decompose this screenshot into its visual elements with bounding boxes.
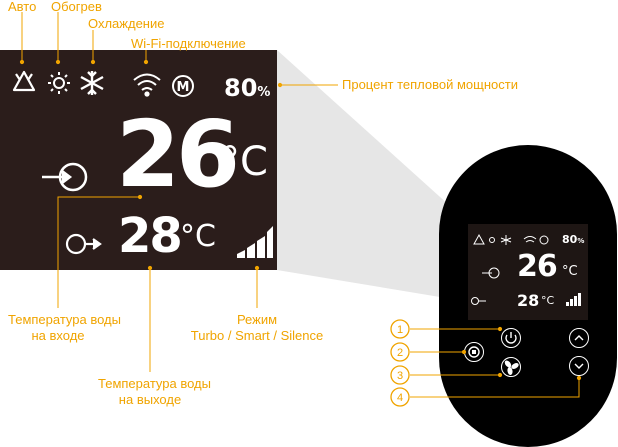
chevron-up-icon [574,335,584,341]
signal-bars-icon [237,226,273,258]
sun-icon [48,72,70,94]
small-outlet-temp-unit: °C [541,294,555,307]
label-mode-line2: Turbo / Smart / Silence [190,328,324,343]
m-mode-icon: M [172,75,194,97]
up-button[interactable] [569,328,589,348]
label-water-outlet-line2: на выходе [118,392,182,407]
callout-badge-1: 1 [390,319,410,339]
small-inlet-temperature: 26 [517,249,558,284]
callout-badge-3: 3 [390,365,410,385]
water-outlet-icon [65,233,102,255]
label-water-outlet-line1: Температура воды [98,376,211,391]
label-water-inlet-line1: Температура воды [8,312,121,327]
water-inlet-icon [42,162,88,192]
percent-unit: % [257,85,271,100]
power-percent-value: 80% [224,74,270,102]
small-inlet-temp-unit: °C [562,264,578,279]
small-power-percent: 80% [562,233,584,246]
small-wifi-icon [523,236,537,243]
small-outlet-temperature: 28 [517,291,540,310]
small-snowflake-icon [500,235,512,245]
callout-number-4: 4 [397,392,403,404]
label-cooling: Охлаждение [88,16,165,31]
wifi-icon [133,73,161,97]
recycle-icon [12,70,36,92]
label-heating: Обогрев [51,0,102,14]
callout-number-1: 1 [397,324,403,336]
label-water-inlet: Температура воды на входе [8,312,121,344]
power-icon [505,332,517,344]
fan-icon [504,360,519,375]
outlet-temp-unit: °C [180,219,216,254]
lock-icon [468,346,480,358]
callout-badge-2: 2 [390,342,410,362]
svg-text:M: M [177,80,190,95]
chevron-down-icon [574,363,584,369]
small-signal-bars-icon [566,293,581,306]
label-wifi: Wi-Fi-подключение [131,36,246,51]
snowflake-icon [80,71,104,95]
down-button[interactable] [569,356,589,376]
inlet-temperature: 26 [116,101,240,208]
label-mode: Режим Turbo / Smart / Silence [186,312,328,344]
small-m-icon [539,235,549,245]
small-sun-icon [489,237,495,243]
label-auto: Авто [8,0,37,14]
small-recycle-icon [473,233,485,245]
small-percent-unit: % [577,237,585,245]
label-water-outlet: Температура воды на выходе [98,376,211,408]
label-mode-line1: Режим [236,312,278,327]
small-percent-number: 80 [562,233,578,246]
percent-number: 80 [224,74,258,102]
inlet-temp-unit: °C [220,139,268,185]
label-power-percent: Процент тепловой мощности [342,77,518,92]
fan-button[interactable] [501,357,521,377]
power-button[interactable] [501,328,521,348]
outlet-temperature: 28 [118,208,183,264]
enlarged-display [0,50,277,270]
callout-badge-4: 4 [390,387,410,407]
label-water-inlet-line2: на входе [31,328,85,343]
callout-number-2: 2 [397,347,403,359]
callout-number-3: 3 [397,370,403,382]
